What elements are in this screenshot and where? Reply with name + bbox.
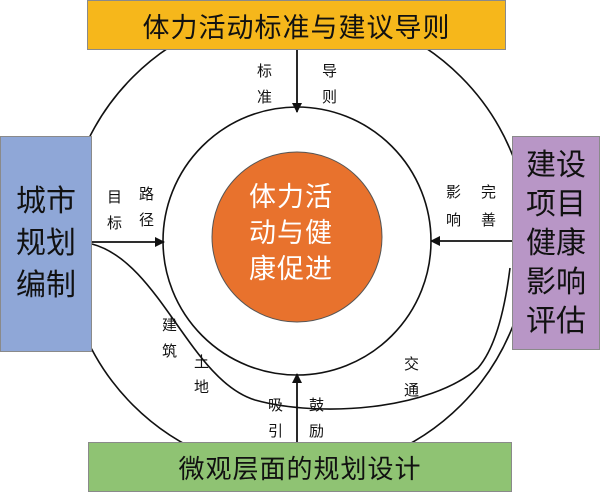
urban-planning-line: 城市 (16, 184, 76, 219)
label-guide-2: 则 (322, 88, 338, 106)
center-line: 体力活 (249, 182, 333, 213)
center-circle (211, 151, 383, 323)
label-attract-1: 吸 (268, 396, 284, 414)
label-improve-2: 善 (481, 211, 497, 229)
label-encourage-2: 励 (309, 422, 325, 440)
label-traffic-1: 交 (404, 355, 420, 373)
label-standard-1: 标 (257, 62, 273, 80)
label-improve-1: 完 (481, 183, 497, 201)
label-path-1: 路 (139, 185, 155, 203)
label-land-2: 地 (194, 378, 210, 396)
label-path-2: 径 (139, 211, 155, 229)
standards-guidelines-box: 体力活动标准与建议导则 (87, 0, 506, 50)
label-standard-2: 准 (257, 88, 273, 106)
label-goal-2: 标 (107, 214, 123, 232)
center-line: 康促进 (249, 254, 333, 285)
health-impact-line: 建设 (526, 147, 586, 183)
health-impact-box: 建设 项目 健康 影响 评估 (512, 136, 600, 350)
label-land-1: 土 (194, 353, 210, 371)
health-impact-line: 影响 (526, 264, 586, 300)
label-guide-1: 导 (322, 62, 338, 80)
label-encourage-1: 鼓 (309, 396, 325, 414)
center-title: 体力活 动与健 康促进 (226, 180, 356, 288)
label-attract-2: 引 (268, 422, 284, 440)
label-impact-1: 影 (446, 183, 462, 201)
urban-planning-line: 编制 (16, 268, 76, 303)
label-goal-1: 目 (107, 188, 123, 206)
label-building-1: 建 (162, 316, 178, 334)
urban-planning-line: 规划 (16, 226, 76, 261)
center-line: 动与健 (249, 218, 333, 249)
micro-design-box: 微观层面的规划设计 (88, 442, 512, 492)
label-traffic-2: 通 (404, 381, 420, 399)
standards-guidelines-text: 体力活动标准与建议导则 (142, 12, 451, 44)
health-impact-line: 健康 (526, 225, 586, 261)
label-impact-2: 响 (446, 211, 462, 229)
curve-connector (91, 243, 511, 410)
label-building-2: 筑 (162, 342, 178, 360)
urban-planning-box: 城市 规划 编制 (0, 136, 92, 352)
micro-design-text: 微观层面的规划设计 (178, 454, 422, 485)
health-impact-line: 项目 (526, 186, 586, 222)
health-impact-line: 评估 (526, 303, 586, 339)
